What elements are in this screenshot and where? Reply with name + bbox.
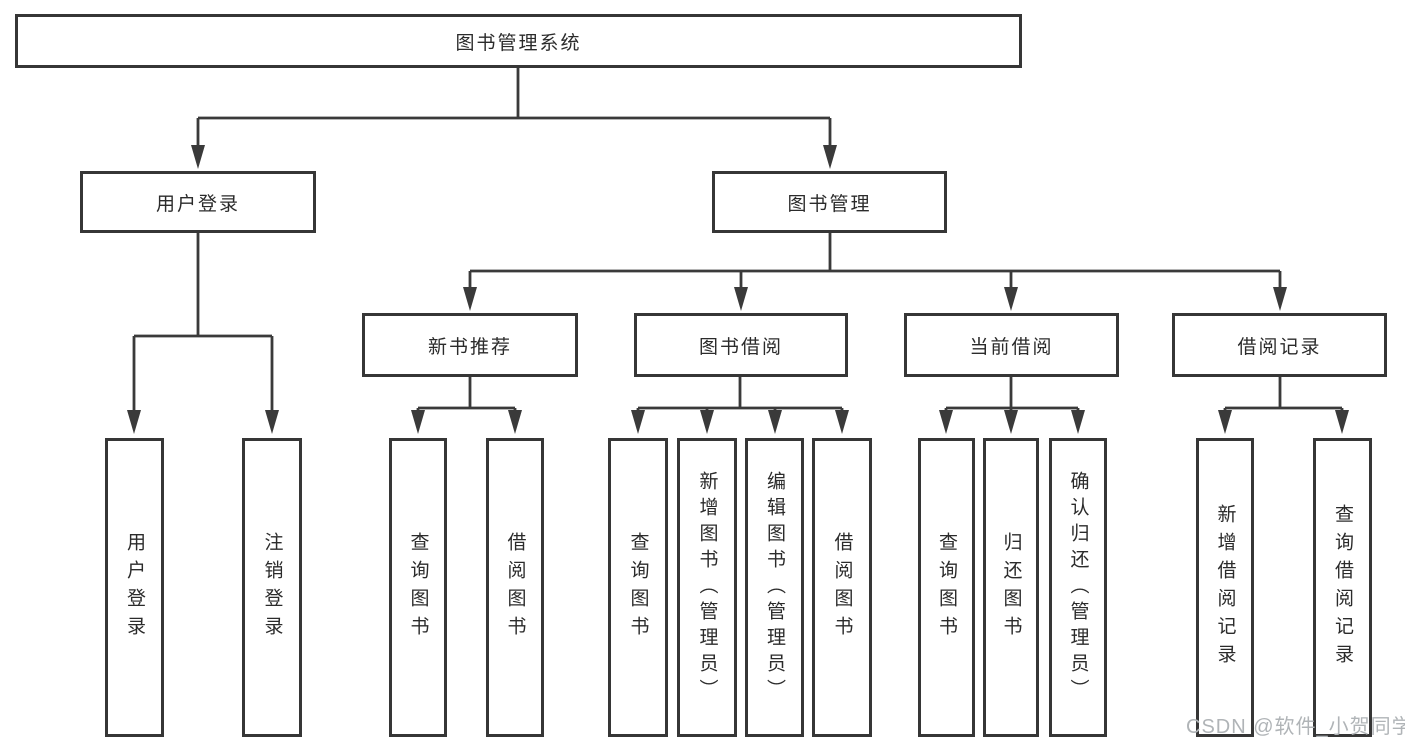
leaf-records-add: 新增借阅记录 xyxy=(1196,438,1254,737)
leaf-borrowing-add-books-admin: 新增图书（管理员） xyxy=(677,438,737,737)
leaf-label: 查询借阅记录 xyxy=(1332,503,1353,672)
node-label: 新书推荐 xyxy=(427,336,512,358)
leaf-current-query-books: 查询图书 xyxy=(918,438,975,737)
leaf-label: 查询图书 xyxy=(936,531,957,644)
node-user-login-branch: 用户登录 xyxy=(80,171,316,233)
leaf-label: 注销登录 xyxy=(261,531,283,644)
leaf-borrowing-query-books: 查询图书 xyxy=(608,438,668,737)
leaf-label: 新增借阅记录 xyxy=(1214,503,1236,672)
leaf-logout: 注销登录 xyxy=(242,438,302,737)
leaf-label: 查询图书 xyxy=(627,531,649,644)
csdn-watermark: CSDN @软件_小贺同学 xyxy=(1186,716,1405,738)
leaf-borrowing-edit-books-admin: 编辑图书（管理员） xyxy=(745,438,804,737)
leaf-label: 用户登录 xyxy=(124,531,145,644)
node-book-borrowing: 图书借阅 xyxy=(634,313,848,377)
leaf-label: 新增图书（管理员） xyxy=(696,470,718,705)
node-borrowing-records: 借阅记录 xyxy=(1172,313,1387,377)
leaf-label: 借阅图书 xyxy=(831,531,853,644)
leaf-label: 查询图书 xyxy=(407,531,429,644)
leaf-label: 编辑图书（管理员） xyxy=(764,470,785,705)
node-current-borrowing: 当前借阅 xyxy=(904,313,1119,377)
node-label: 借阅记录 xyxy=(1237,336,1322,358)
leaf-user-login: 用户登录 xyxy=(105,438,164,737)
leaf-borrowing-borrow-books: 借阅图书 xyxy=(812,438,872,737)
node-new-book-recommendation: 新书推荐 xyxy=(362,313,578,377)
leaf-current-confirm-return-admin: 确认归还（管理员） xyxy=(1049,438,1107,737)
leaf-label: 确认归还（管理员） xyxy=(1067,470,1089,705)
node-label: 图书管理 xyxy=(787,193,872,215)
node-label: 图书借阅 xyxy=(698,336,783,358)
node-book-management-branch: 图书管理 xyxy=(712,171,947,233)
leaf-records-query: 查询借阅记录 xyxy=(1313,438,1372,737)
node-label: 当前借阅 xyxy=(969,336,1054,358)
leaf-current-return-books: 归还图书 xyxy=(983,438,1039,737)
leaf-label: 归还图书 xyxy=(1000,531,1022,644)
leaf-recommend-borrow-books: 借阅图书 xyxy=(486,438,544,737)
arrowheads xyxy=(127,145,1349,434)
node-label: 图书管理系统 xyxy=(455,32,582,54)
leaf-recommend-query-books: 查询图书 xyxy=(389,438,447,737)
node-label: 用户登录 xyxy=(155,193,240,215)
leaf-label: 借阅图书 xyxy=(504,531,526,644)
node-library-management-system: 图书管理系统 xyxy=(15,14,1022,68)
